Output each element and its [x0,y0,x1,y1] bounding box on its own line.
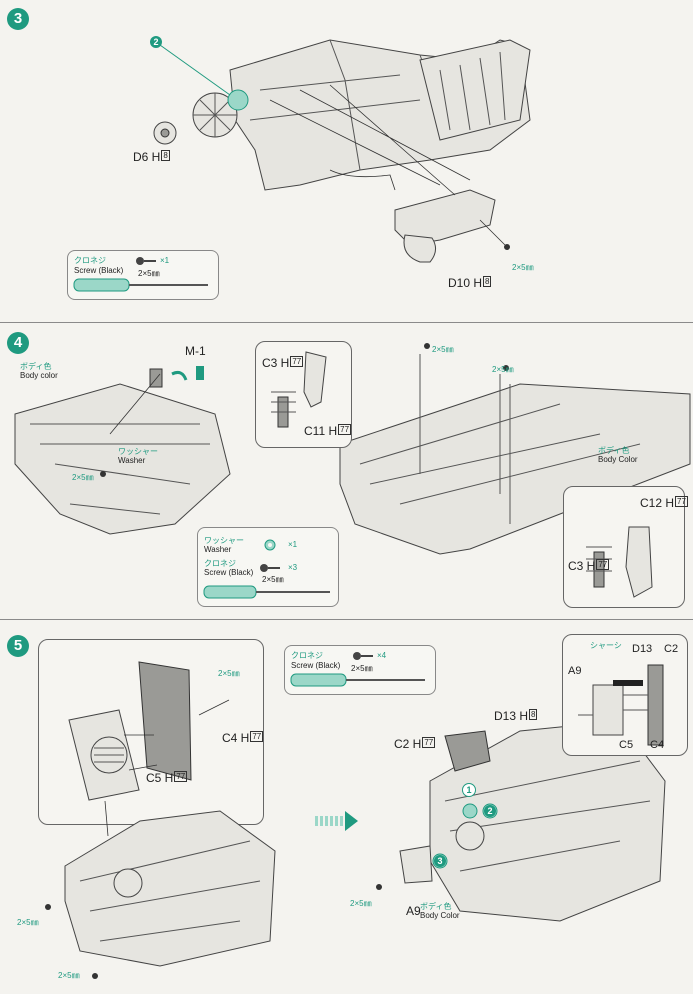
legend-screw-jp: クロネジ [74,256,106,265]
part-c5-section: C5 [619,739,634,751]
step-3-legend: クロネジ Screw (Black) ×1 2×5㎜ [67,250,219,300]
washer-icon [264,539,276,551]
screw-size-inset: 2×5㎜ [218,669,240,678]
legend-screw-size: 2×5㎜ [351,664,373,673]
legend-screw-count: ×4 [377,651,387,660]
callout-3: 3 [434,855,446,867]
screwdriver-icon [290,673,425,687]
screw-icon [136,257,156,265]
step-4-panel: 4 M-1 ボディ色 Body color ワッシャー Washer 2×5㎜ … [0,324,693,618]
screwdriver-icon [203,585,330,599]
screw-icon [353,652,373,660]
step-number: 5 [7,635,29,657]
part-a9: A9 [406,904,421,918]
screw-size-left: 2×5㎜ [72,473,94,482]
inset-shock-rear [563,486,685,608]
chassis-label: シャーシ [590,641,622,650]
screwdriver-icon [73,278,208,292]
washer-label: ワッシャー Washer [118,447,158,465]
legend-screw-count: ×1 [160,256,170,265]
legend-screw: クロネジ Screw (Black) [204,559,254,577]
divider [0,322,693,323]
legend-washer-count: ×1 [288,540,298,549]
legend-screw-count: ×3 [288,563,298,572]
callout-1: 1 [462,783,476,797]
inset-radiator [38,639,264,825]
shock-absorber-icon [271,351,327,428]
step-4-illustration [14,343,691,555]
step-number: 3 [7,8,29,30]
part-c4-section: C4 [650,739,665,751]
legend-washer: ワッシャー Washer [204,536,244,554]
screw-icon [260,564,280,572]
part-c2-section: C2 [664,643,679,655]
divider [0,619,693,620]
screw-size-right: 2×5㎜ [350,899,372,908]
part-m1: M-1 [185,344,206,358]
callout-2: 2 [484,805,496,817]
callout-2: 2 [150,36,162,48]
step-3-illustration [153,39,531,263]
cross-section-icon [578,664,664,746]
inset-cross-section [562,634,688,756]
radiator-icon [68,661,230,801]
screw-size: 2×5㎜ [512,263,534,272]
screw-size-top: 2×5㎜ [432,345,454,354]
legend-screw-jp: クロネジ [291,651,323,660]
legend-screw-en: Screw (Black) [291,661,341,670]
step-5-legend: クロネジ Screw (Black) ×4 2×5㎜ [284,645,436,695]
screw-size-mid: 2×5㎜ [492,365,514,374]
step-number: 4 [7,332,29,354]
screw-size-left-2: 2×5㎜ [58,971,80,980]
inset-shock-front [255,341,352,448]
screw-size-left-1: 2×5㎜ [17,918,39,927]
body-color-label-right: ボディ色 Body Color [598,446,638,464]
part-d13-section: D13 [632,643,653,655]
legend-screw-size: 2×5㎜ [138,269,160,278]
step-5-illustration [45,720,666,979]
body-color-label: ボディ色 Body Color [420,902,460,920]
legend-screw-size: 2×5㎜ [262,575,284,584]
legend-screw-en: Screw (Black) [74,266,124,275]
step-4-legend: ワッシャー Washer ×1 クロネジ Screw (Black) ×3 2×… [197,527,339,607]
part-a9-section: A9 [568,665,582,677]
body-color-label: ボディ色 Body color [20,362,58,380]
